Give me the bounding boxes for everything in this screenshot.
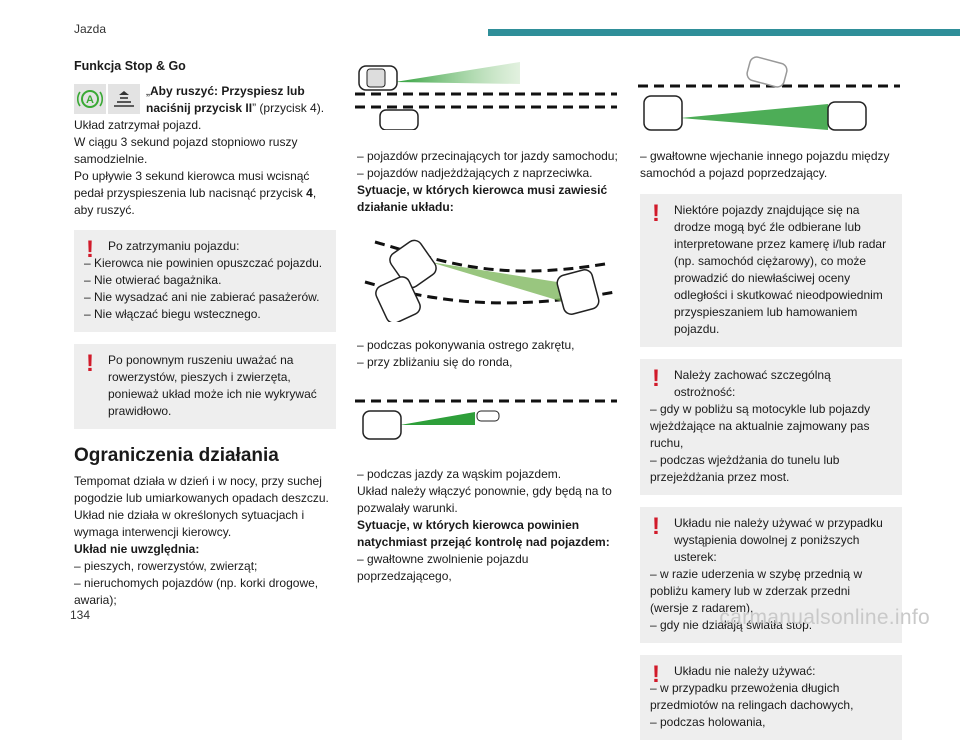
cruise-road-icon [108,84,140,114]
list-item: – pieszych, rowerzystów, zwierząt; [74,559,258,573]
car-icon [556,269,600,315]
car-icon [746,56,788,88]
list-item: – gwałtowne wjechanie innego pojazdu mię… [640,149,890,180]
bold-label: Sytuacje, w których kierowca powinien na… [357,518,610,549]
car-icon [362,410,402,440]
header-accent-bar [488,29,960,36]
warning-icon: ! [652,200,660,227]
icon-caption: „Aby ruszyć: Przyspiesz lub naciśnij prz… [146,84,325,115]
list-item: – pojazdów przecinających tor jazdy samo… [357,149,618,163]
warning-box: ! Niektóre pojazdy znajdujące się na dro… [640,194,902,347]
stop-go-heading: Funkcja Stop & Go [74,59,186,73]
car-icon [379,109,419,130]
running-header: Jazda [74,22,107,36]
bold-label: Układ nie uwzględnia: [74,542,200,556]
car-icon [375,276,421,322]
column-2-top: – pojazdów przecinających tor jazdy samo… [357,148,619,216]
auto-hold-a-icon: A [74,84,106,114]
column-3: – gwałtowne wjechanie innego pojazdu mię… [640,148,902,740]
warning-icon: ! [652,513,660,540]
svg-text:A: A [86,94,94,106]
list-item: – przy zbliżaniu się do ronda, [357,355,513,369]
warning-box: ! Układu nie należy używać w przypadku w… [640,507,902,643]
paragraph: Po upływie 3 sekund kierowca musi wcisną… [74,169,317,217]
warning-box: ! Należy zachować szczególną ostrożność:… [640,359,902,495]
figure-sharp-bend [364,239,616,322]
car-icon [643,95,683,131]
car-icon [358,65,398,91]
figure-cut-in-vehicle [638,56,900,131]
paragraph: Układ nie działa w określonych sytuacjac… [74,508,305,539]
figure-narrow-vehicle [355,399,617,440]
paragraph: Tempomat działa w dzień i w nocy, przy s… [74,474,329,505]
watermark: carmanualsonline.info [719,606,930,629]
car-icon [827,101,867,131]
column-1: Funkcja Stop & Go A „Aby ruszyć: Przyspi… [74,58,336,609]
figure-crossing-vehicle [355,62,617,130]
column-2-bottom: – podczas jazdy za wąskim pojazdem. Ukła… [357,466,619,585]
warning-icon: ! [652,365,660,392]
list-item: – gwałtowne zwolnienie pojazdu poprzedza… [357,552,529,583]
warning-icon: ! [652,661,660,688]
motorcycle-icon [476,410,500,422]
warning-box: ! Po zatrzymaniu pojazdu: – Kierowca nie… [74,230,336,332]
bold-label: Sytuacje, w których kierowca musi zawies… [357,183,608,214]
section-title: Ograniczenia działania [74,445,279,466]
warning-box: ! Po ponownym ruszeniu uważać na rowerzy… [74,344,336,429]
warning-icon: ! [86,350,94,377]
page-number: 134 [70,608,91,622]
warning-box: ! Układu nie należy używać: – w przypadk… [640,655,902,740]
paragraph: Układ należy włączyć ponownie, gdy będą … [357,484,612,515]
list-item: – pojazdów nadjeżdżających z naprzeciwka… [357,166,593,180]
icon-caption-row: A „Aby ruszyć: Przyspiesz lub naciśnij p… [74,84,336,117]
indicator-icons: A [74,84,140,117]
list-item: – podczas pokonywania ostrego zakrętu, [357,338,575,352]
list-item: – nieruchomych pojazdów (np. korki drogo… [74,576,319,607]
car-icon [389,239,437,289]
list-item: – podczas jazdy za wąskim pojazdem. [357,467,562,481]
paragraph: Układ zatrzymał pojazd.W ciągu 3 sekund … [74,118,298,166]
column-2-mid: – podczas pokonywania ostrego zakrętu, –… [357,337,619,371]
warning-icon: ! [86,236,94,263]
